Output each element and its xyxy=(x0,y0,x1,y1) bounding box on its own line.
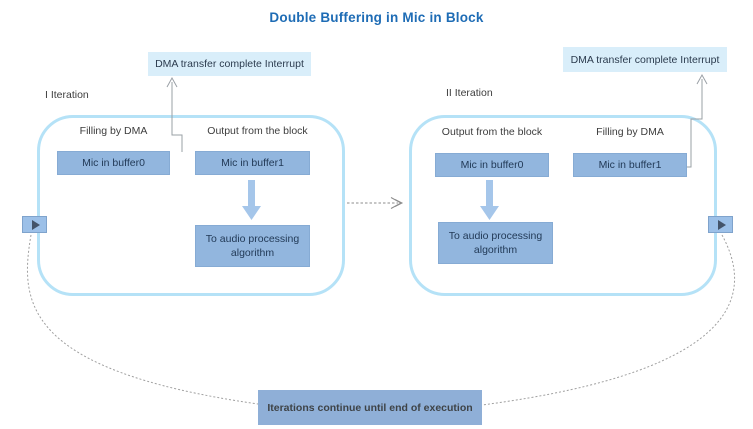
mic-buffer1-box-1: Mic in buffer1 xyxy=(195,151,310,175)
arrowhead-up-left xyxy=(166,76,178,88)
mic-buffer1-box-2: Mic in buffer1 xyxy=(573,153,687,177)
iteration-1-label: I Iteration xyxy=(45,89,89,101)
audio-processing-box-1: To audio processing algorithm xyxy=(195,225,310,267)
loop-exit-marker-right xyxy=(708,216,733,233)
mic-buffer0-box-2: Mic in buffer0 xyxy=(435,153,549,177)
mic-buffer0-box-1: Mic in buffer0 xyxy=(57,151,170,175)
dma-interrupt-box-left: DMA transfer complete Interrupt xyxy=(148,52,311,76)
iteration-2-block xyxy=(409,115,717,296)
loop-entry-marker-left xyxy=(22,216,47,233)
arrowhead-right-inner xyxy=(394,199,404,207)
role-label-filling-2: Filling by DMA xyxy=(596,126,664,138)
role-label-filling-1: Filling by DMA xyxy=(79,125,148,137)
play-icon xyxy=(31,219,40,230)
arrowhead-right xyxy=(390,197,403,209)
dma-interrupt-box-right: DMA transfer complete Interrupt xyxy=(563,47,727,72)
role-label-output-1: Output from the block xyxy=(207,125,308,137)
audio-processing-box-2: To audio processing algorithm xyxy=(438,222,553,264)
role-label-output-2: Output from the block xyxy=(441,126,543,138)
play-icon xyxy=(717,219,726,230)
iteration-1-block xyxy=(37,115,345,296)
arrowhead-up-right xyxy=(696,73,708,85)
iterations-continue-box: Iterations continue until end of executi… xyxy=(258,390,482,425)
page-title: Double Buffering in Mic in Block xyxy=(269,10,484,25)
iteration-2-label: II Iteration xyxy=(446,87,493,99)
